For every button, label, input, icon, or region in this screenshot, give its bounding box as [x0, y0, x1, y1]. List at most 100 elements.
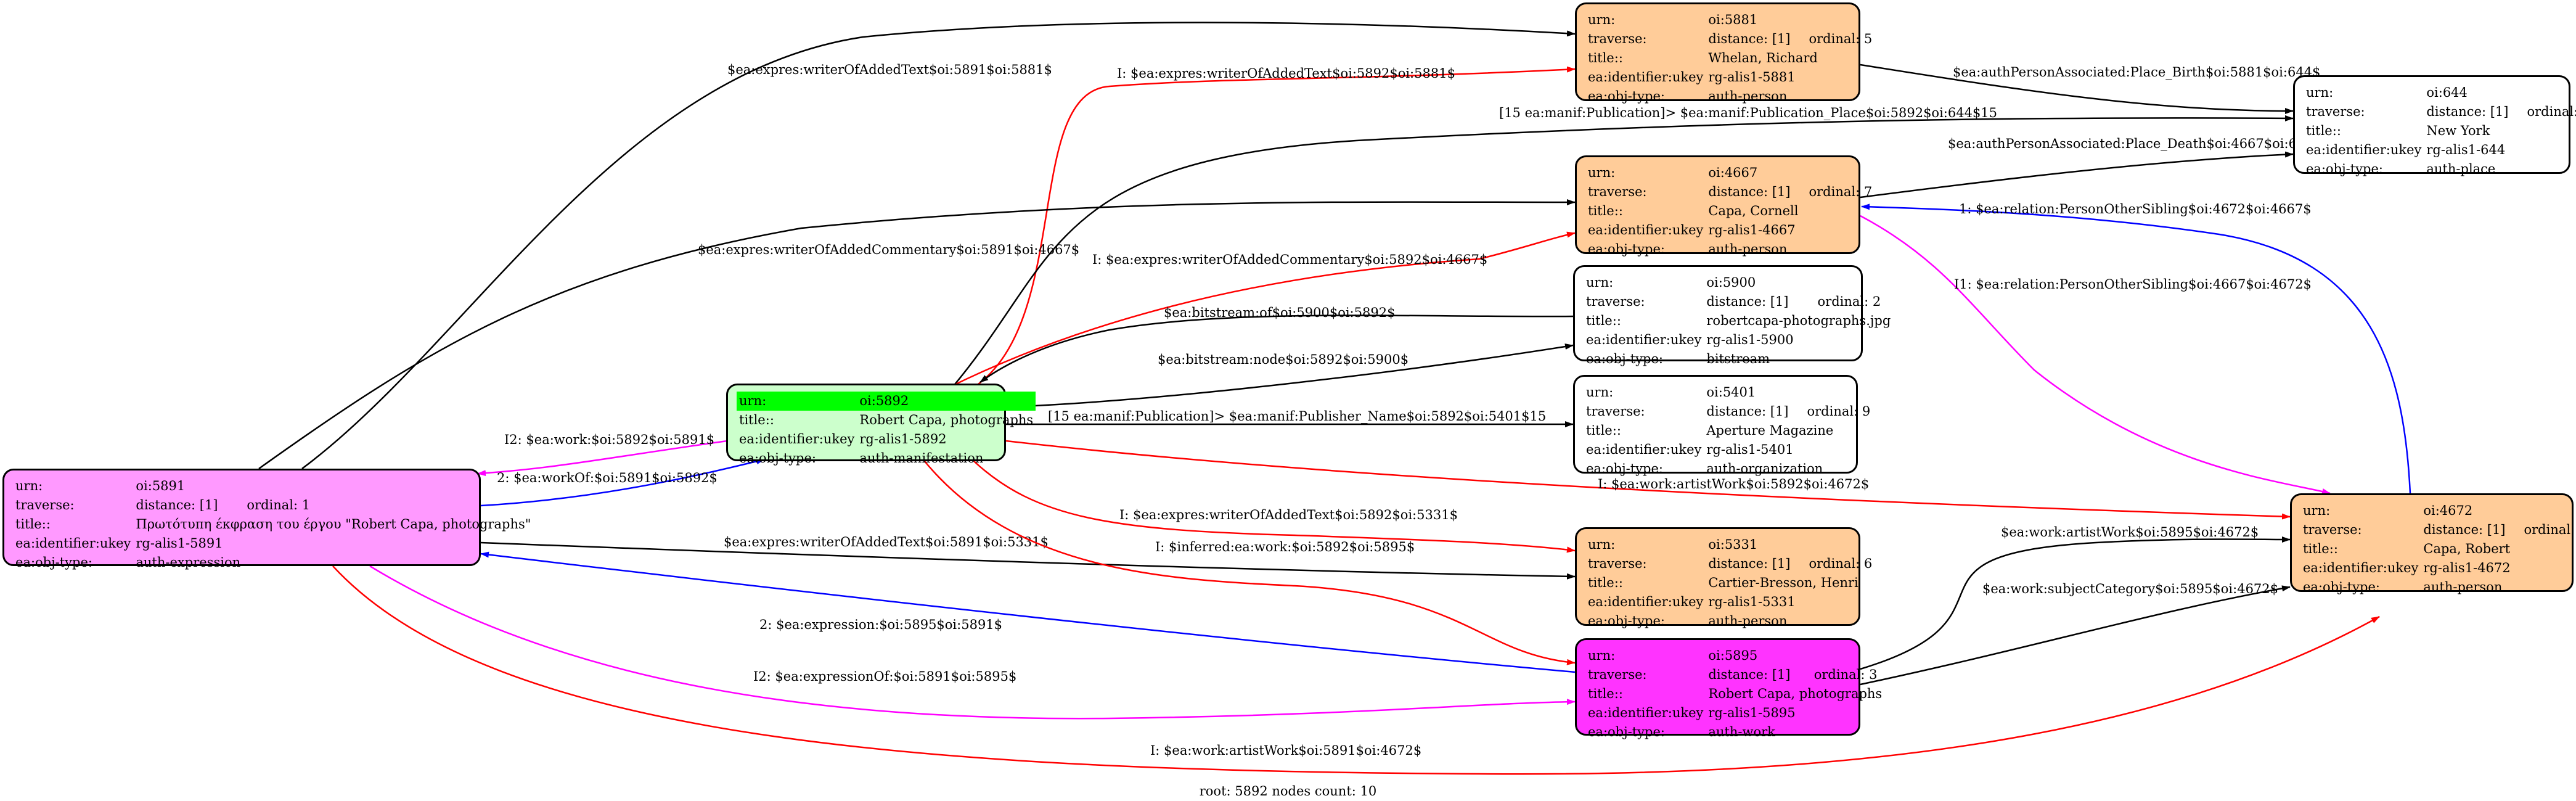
ordinal-value: ordinal: 5: [1809, 31, 1873, 46]
traverse-label: traverse:: [1586, 294, 1645, 309]
ukey-value: rg-alis1-644: [2426, 142, 2506, 157]
title-value: Robert Capa, photographs: [859, 413, 1034, 427]
traverse-label: traverse:: [2303, 522, 2362, 537]
type-value: auth-person: [1708, 614, 1788, 628]
edge-label: 2: $ea:workOf:$oi:5891$oi:5892$: [497, 470, 718, 485]
type-label: ea:obj-type:: [1588, 242, 1665, 257]
type-value: auth-work: [1708, 725, 1775, 739]
title-label: title::: [1588, 686, 1623, 701]
title-value: Cartier-Bresson, Henri: [1708, 575, 1858, 590]
type-value: auth-expression: [136, 555, 241, 570]
node-4667[interactable]: urn:oi:4667 traverse:distance: [1]ordina…: [1575, 155, 1872, 257]
node-5401[interactable]: urn:oi:5401 traverse:distance: [1]ordina…: [1573, 375, 1870, 476]
type-value: bitstream: [1706, 351, 1770, 366]
type-value: auth-manifestation: [859, 451, 984, 466]
ordinal-value: ordinal: 4: [2524, 522, 2576, 537]
type-label: ea:obj-type:: [2306, 162, 2383, 176]
urn-value: oi:5891: [136, 479, 186, 493]
edge-label: $ea:authPersonAssociated:Place_Birth$oi:…: [1953, 65, 2320, 80]
distance-value: distance: [1]: [1706, 294, 1789, 309]
node-5881[interactable]: urn:oi:5881 traverse:distance: [1]ordina…: [1575, 2, 1872, 104]
urn-label: urn:: [1588, 537, 1616, 552]
ordinal-value: ordinal: 2: [1817, 294, 1881, 309]
ukey-value: rg-alis1-4672: [2423, 561, 2511, 575]
title-label: title::: [2306, 123, 2341, 138]
ukey-label: ea:identifier:ukey: [1586, 332, 1702, 347]
type-label: ea:obj-type:: [1586, 461, 1663, 476]
edge-5900-5892-bitstream-of: $ea:bitstream:of$oi:5900$oi:5892$: [979, 305, 1574, 384]
edge-5892-5401-publisher-name: [15 ea:manif:Publication]> $ea:manif:Pub…: [1006, 409, 1574, 427]
title-label: title::: [1586, 423, 1621, 438]
node-4672[interactable]: urn:oi:4672 traverse:distance: [1]ordina…: [2290, 493, 2576, 594]
edge-label: $ea:expres:writerOfAddedCommentary$oi:58…: [698, 242, 1079, 257]
node-644[interactable]: urn:oi:644 traverse:distance: [1]ordinal…: [2293, 75, 2576, 176]
edge-label: 1: $ea:relation:PersonOtherSibling$oi:46…: [1959, 202, 2312, 216]
ukey-label: ea:identifier:ukey: [1588, 594, 1704, 609]
edge-5892-5900-bitstream-node: $ea:bitstream:node$oi:5892$oi:5900$: [1005, 343, 1574, 408]
title-value: Πρωτότυπη έκφραση του έργου "Robert Capa…: [136, 517, 531, 532]
edge-5895-4672-subject-category: $ea:work:subjectCategory$oi:5895$oi:4672…: [1860, 581, 2291, 686]
title-value: Capa, Robert: [2423, 541, 2511, 556]
ukey-value: rg-alis1-5331: [1708, 594, 1796, 609]
urn-label: urn:: [737, 392, 857, 411]
edge-label: $ea:authPersonAssociated:Place_Death$oi:…: [1948, 136, 2321, 151]
node-5900[interactable]: urn: oi:5900 traverse: distance: [1] ordina…: [1573, 265, 1891, 366]
traverse-label: traverse:: [2306, 104, 2365, 119]
distance-value: distance: [1]: [1708, 31, 1791, 46]
edge-label: I: $ea:expres:writerOfAddedCommentary$oi…: [1092, 252, 1487, 267]
node-5895[interactable]: urn:oi:5895 traverse:distance: [1]ordina…: [1575, 638, 1882, 739]
ordinal-value: ordinal: 8: [2527, 104, 2576, 119]
traverse-label: traverse:: [1588, 556, 1647, 571]
traverse-label: traverse:: [1588, 184, 1647, 199]
urn-label: urn:: [1586, 275, 1614, 290]
urn-label: urn:: [2303, 503, 2331, 518]
urn-value: oi:5900: [1706, 275, 1756, 290]
distance-value: distance: [1]: [1706, 404, 1789, 419]
edge-5892-4672-artist-work-inverse: I: $ea:work:artistWork$oi:5892$oi:4672$: [1005, 440, 2291, 520]
edge-label: I: $ea:work:artistWork$oi:5891$oi:4672$: [1150, 743, 1421, 758]
ordinal-value: ordinal: 9: [1807, 404, 1871, 419]
urn-label: urn:: [1586, 385, 1614, 400]
urn-value: oi:5892: [857, 392, 1036, 411]
edge-5892-5331-writer-added-text-inverse: I: $ea:expres:writerOfAddedText$oi:5892$…: [973, 461, 1576, 553]
title-value: Capa, Cornell: [1708, 203, 1799, 218]
edge-5891-5892-work-of: 2: $ea:workOf:$oi:5891$oi:5892$: [480, 458, 765, 507]
edge-label: [15 ea:manif:Publication]> $ea:manif:Pub…: [1499, 105, 1997, 120]
node-5891[interactable]: urn:oi:5891 traverse:distance: [1]ordina…: [2, 469, 531, 570]
edge-label: $ea:bitstream:node$oi:5892$oi:5900$: [1158, 352, 1409, 367]
edge-5891-5895-expression-of: I2: $ea:expressionOf:$oi:5891$oi:5895$: [369, 565, 1576, 720]
edge-label: $ea:work:subjectCategory$oi:5895$oi:4672…: [1982, 581, 2278, 596]
type-label: ea:obj-type:: [15, 555, 92, 570]
node-5331[interactable]: urn:oi:5331 traverse:distance: [1]ordina…: [1575, 527, 1872, 628]
type-value: auth-organization: [1706, 461, 1823, 476]
node-5892-root[interactable]: urn:oi:5892 title::Robert Capa, photogra…: [726, 384, 1036, 466]
urn-label: urn:: [15, 479, 43, 493]
title-value: Whelan, Richard: [1708, 51, 1818, 65]
edge-5892-5891-work-inverse: I2: $ea:work:$oi:5892$oi:5891$: [477, 432, 728, 477]
traverse-label: traverse:: [1588, 31, 1647, 46]
edge-5892-5881-writer-added-text-inverse: I: $ea:expres:writerOfAddedText$oi:5892$…: [973, 66, 1576, 388]
distance-value: distance: [1]: [2423, 522, 2506, 537]
edge-5892-644-publication-place: [15 ea:manif:Publication]> $ea:manif:Pub…: [952, 105, 2294, 388]
title-label: title::: [739, 413, 774, 427]
urn-label: urn:: [1588, 12, 1616, 27]
type-label: ea:obj-type:: [1588, 725, 1665, 739]
traverse-label: traverse:: [15, 498, 75, 512]
ordinal-value: ordinal: 6: [1809, 556, 1873, 571]
edge-5895-4672-artist-work: $ea:work:artistWork$oi:5895$oi:4672$: [1860, 525, 2291, 670]
ukey-label: ea:identifier:ukey: [1588, 70, 1704, 84]
ordinal-value: ordinal: 3: [1813, 667, 1878, 682]
title-label: title::: [2303, 541, 2338, 556]
ukey-label: ea:identifier:ukey: [1588, 223, 1704, 237]
distance-value: distance: [1]: [2426, 104, 2509, 119]
ukey-value: rg-alis1-5401: [1706, 442, 1794, 457]
edge-5891-5331-writer-added-text: $ea:expres:writerOfAddedText$oi:5891$oi:…: [480, 535, 1576, 580]
type-label: ea:obj-type:: [1588, 614, 1665, 628]
ukey-value: rg-alis1-5895: [1708, 705, 1796, 720]
edge-5891-4672-artist-work-inverse: I: $ea:work:artistWork$oi:5891$oi:4672$: [332, 565, 2380, 775]
title-label: title::: [1588, 51, 1623, 65]
urn-value: oi:4667: [1708, 165, 1758, 180]
urn-value: oi:644: [2426, 85, 2468, 100]
type-label: ea:obj-type:: [1588, 89, 1665, 104]
